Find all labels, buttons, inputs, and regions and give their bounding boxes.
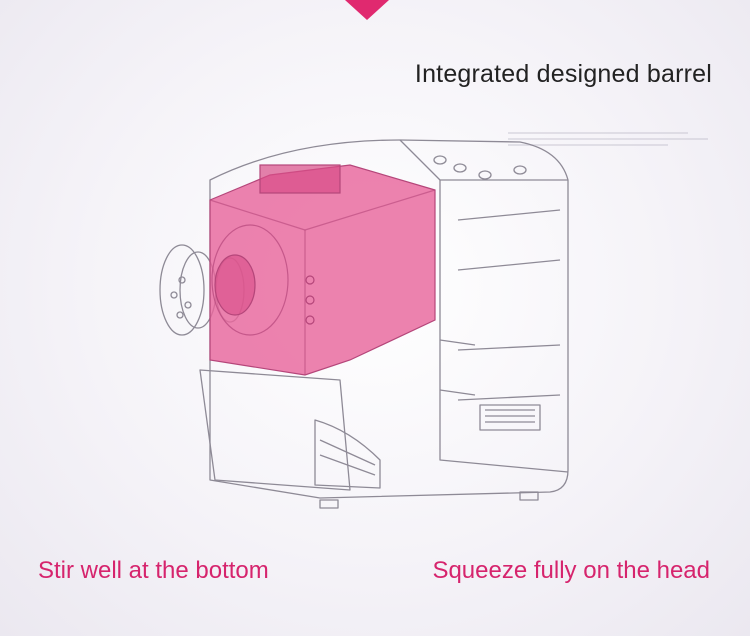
- top-marker-icon: [345, 0, 389, 20]
- headline: Integrated designed barrel: [414, 60, 712, 88]
- caption-stir: Stir well at the bottom: [38, 557, 269, 584]
- faint-text-block: [508, 128, 708, 154]
- machine-cutaway-illustration: [159, 139, 569, 509]
- caption-squeeze: Squeeze fully on the head: [432, 557, 710, 584]
